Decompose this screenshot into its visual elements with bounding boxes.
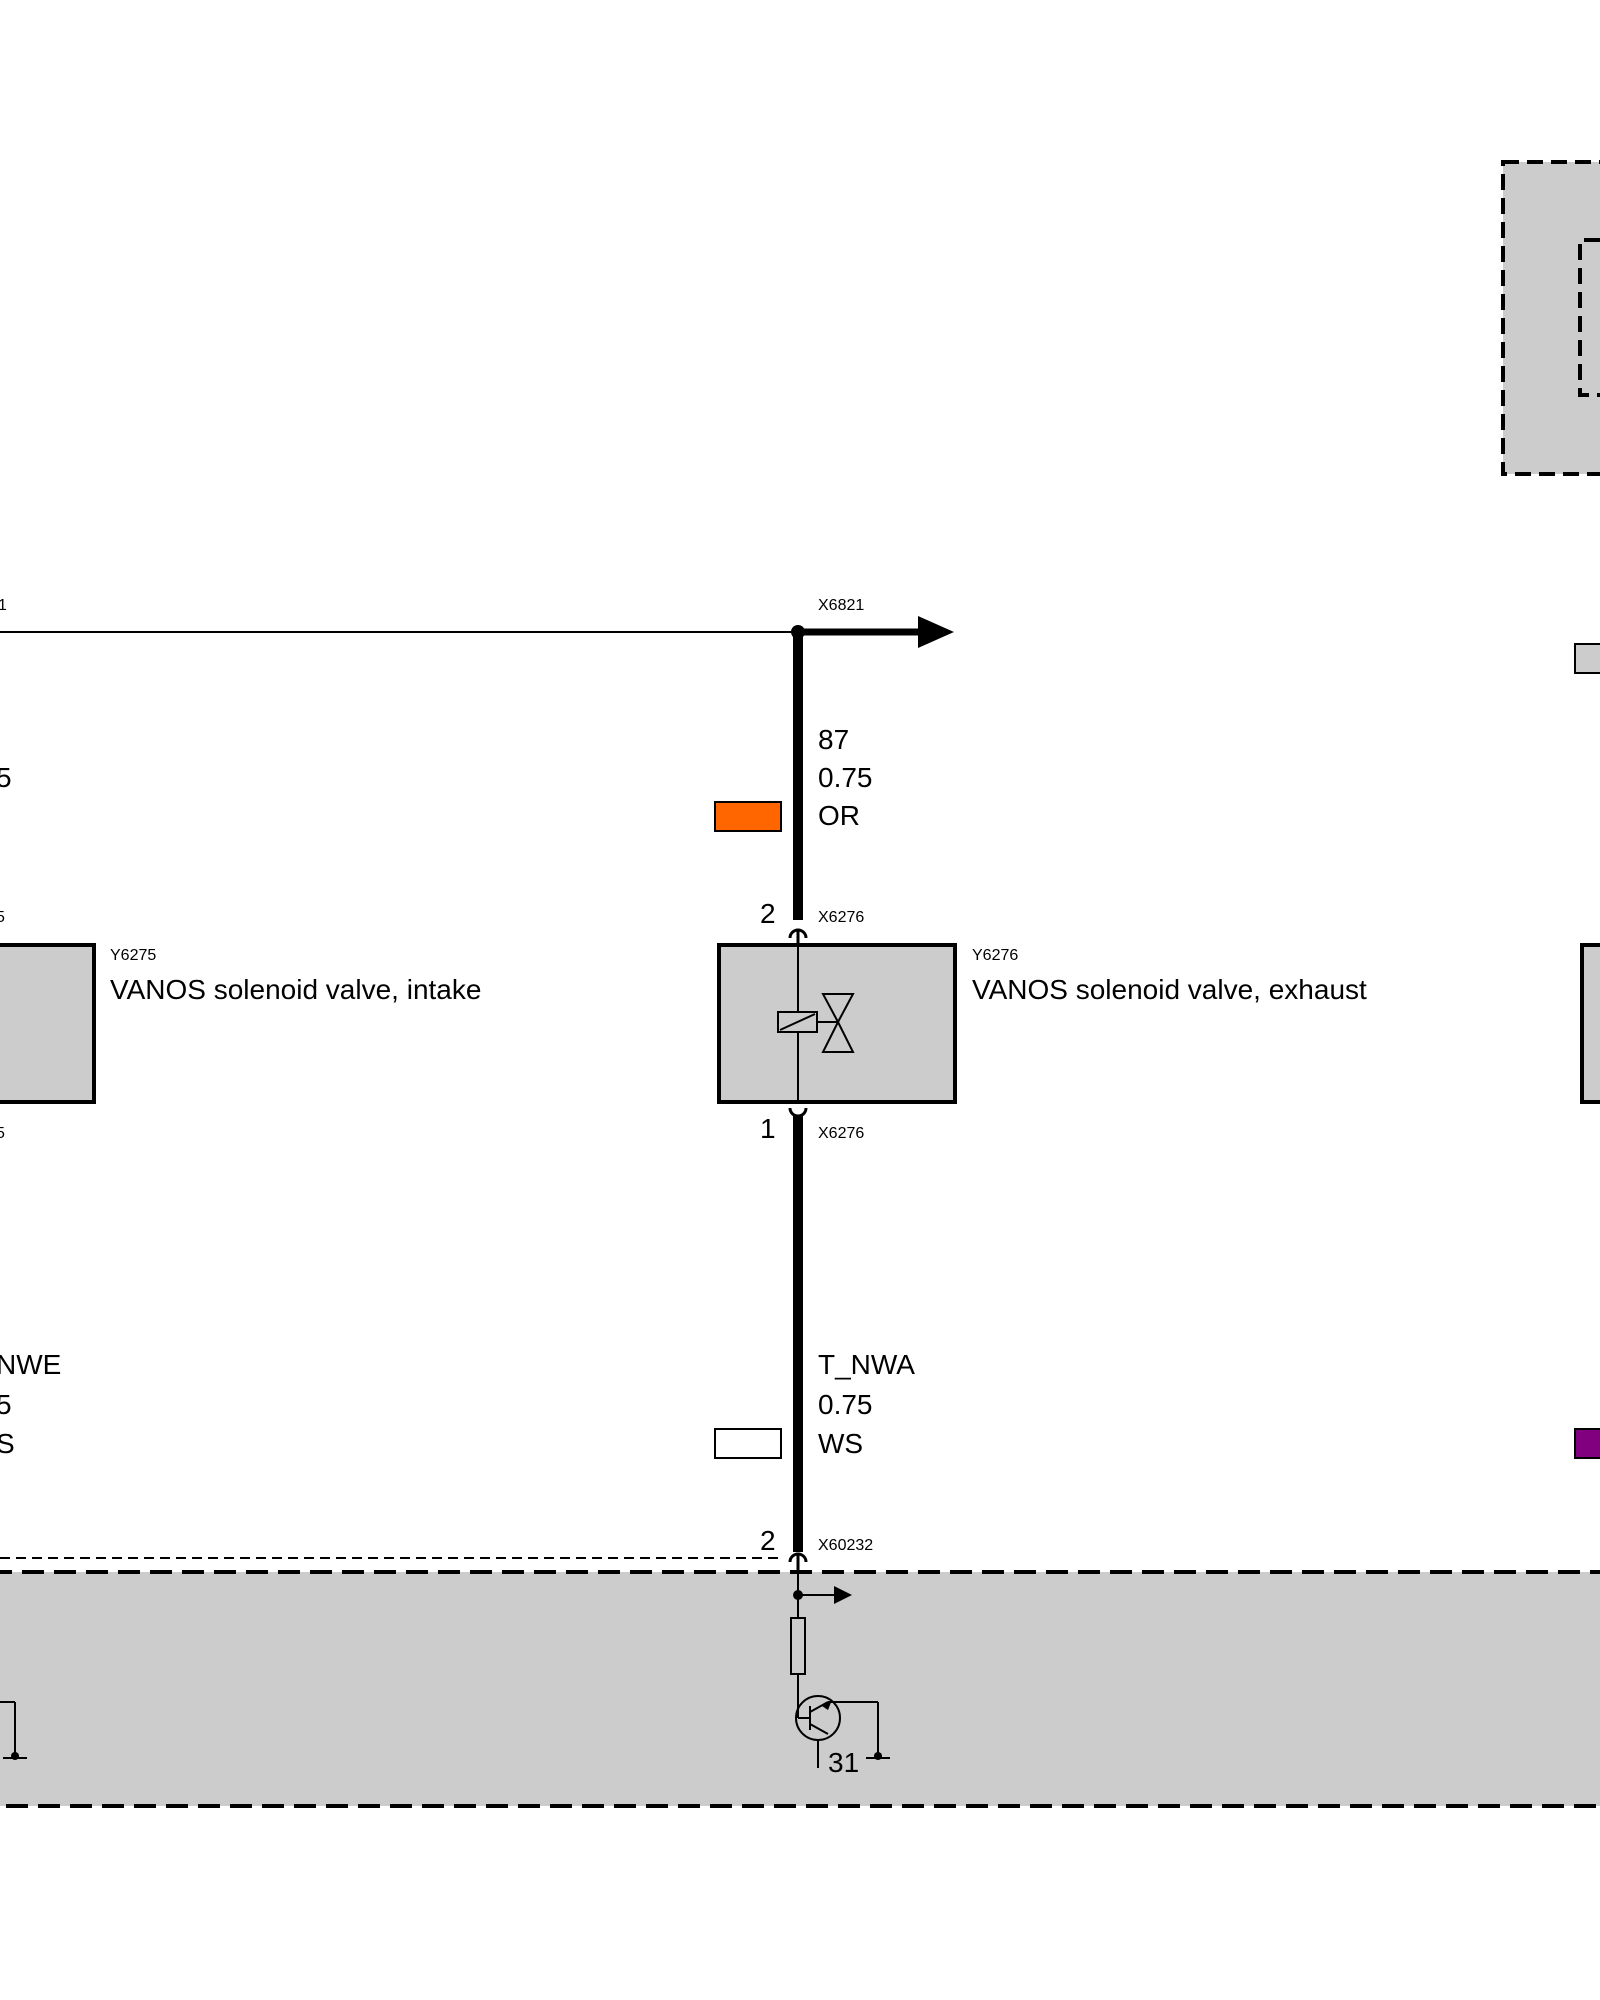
- left-ground-partial: [0, 1701, 27, 1760]
- feed-wire: [0, 616, 954, 648]
- connector-partial-label: 1: [0, 597, 7, 614]
- wire-gauge-label: 0.75: [818, 762, 873, 793]
- right-gray-swatch: [1574, 643, 1600, 674]
- wire-color-swatch-white: [714, 1428, 782, 1459]
- left-color-partial: S: [0, 1428, 15, 1459]
- intake-valve-box: [0, 943, 96, 1104]
- ecu-module: [0, 1570, 1600, 1808]
- pin-y6276-top: 2: [760, 898, 776, 929]
- intake-valve-id: Y6275: [110, 947, 156, 964]
- left-gauge-partial: 5: [0, 1389, 12, 1420]
- signal-label: T_NWA: [818, 1349, 915, 1380]
- signal-color-label: WS: [818, 1428, 863, 1459]
- pin-ecu: 2: [760, 1525, 776, 1556]
- left-signal-partial: NWE: [0, 1349, 61, 1380]
- wire-color-label: OR: [818, 800, 860, 831]
- exhaust-valve-name: VANOS solenoid valve, exhaust: [972, 974, 1367, 1005]
- pin-y6276-bottom: 1: [760, 1113, 776, 1144]
- right-partial-component: [1580, 943, 1600, 1104]
- ground-label: 31: [828, 1747, 859, 1778]
- wire-87: [788, 632, 808, 944]
- wire-color-swatch-orange: [714, 801, 782, 832]
- connector-y6275-top-partial: 5: [0, 909, 5, 926]
- top-right-module: [1501, 160, 1600, 476]
- right-purple-swatch: [1574, 1428, 1600, 1459]
- connector-x6276-bottom-label: X6276: [818, 1125, 864, 1142]
- connector-x60232-label: X60232: [818, 1537, 873, 1554]
- wire-t-nwa: [788, 1107, 808, 1572]
- ecu-driver-circuit: [790, 1572, 890, 1768]
- connector-x6821-label: X6821: [818, 597, 864, 614]
- left-wire-gauge-partial: 5: [0, 762, 12, 793]
- exhaust-valve-box: [717, 943, 957, 1104]
- intake-valve-name: VANOS solenoid valve, intake: [110, 974, 481, 1005]
- wire-terminal-label: 87: [818, 724, 849, 755]
- connector-x6276-top-label: X6276: [818, 909, 864, 926]
- connector-y6275-bottom-partial: 5: [0, 1125, 5, 1142]
- exhaust-valve-id: Y6276: [972, 947, 1018, 964]
- signal-gauge-label: 0.75: [818, 1389, 873, 1420]
